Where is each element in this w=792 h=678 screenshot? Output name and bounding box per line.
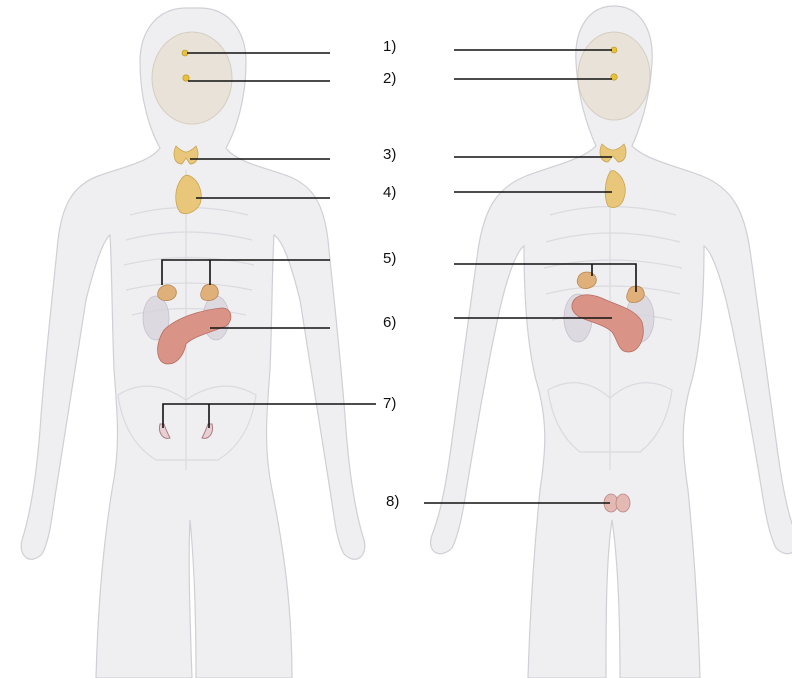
label-5: 5) [383,251,396,267]
label-1: 1) [383,39,396,55]
label-4: 4) [383,185,396,201]
label-7: 7) [383,396,396,412]
female-figure [21,8,365,678]
female-brain [152,32,232,124]
female-left-adrenal-gland [158,285,177,301]
male-figure [431,6,792,678]
label-8: 8) [386,494,399,510]
male-right-testis [616,494,630,512]
label-2: 2) [383,71,396,87]
female-right-adrenal-gland [201,284,219,301]
label-3: 3) [383,147,396,163]
male-left-adrenal-gland [577,272,596,289]
label-6: 6) [383,315,396,331]
